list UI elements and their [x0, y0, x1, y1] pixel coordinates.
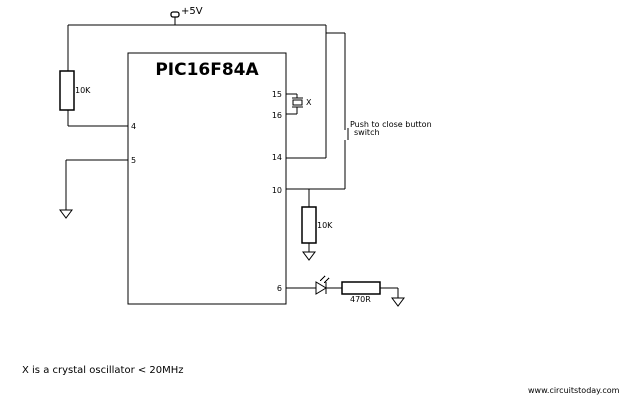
chip-name: PIC16F84A — [155, 60, 259, 80]
microcontroller-body — [127, 52, 287, 305]
pin-5-label: 5 — [131, 156, 136, 165]
switch-label-line1: Push to close button — [350, 120, 432, 129]
resistor-pulldown-icon — [301, 206, 317, 244]
crystal-icon — [292, 99, 303, 106]
pin-14-label: 14 — [272, 153, 282, 162]
ground-symbol-icon — [302, 251, 316, 261]
pulldown-branch: 10K — [301, 189, 333, 261]
ground-symbol-icon — [391, 297, 405, 307]
led-branch: 470R — [286, 275, 405, 307]
crystal-oscillator: X — [286, 93, 312, 115]
ground-symbol-icon — [59, 209, 73, 219]
resistor-pullup-label: 10K — [75, 86, 91, 95]
pin-6-label: 6 — [277, 284, 282, 293]
led-icon — [315, 275, 330, 295]
crystal-label: X — [306, 98, 312, 107]
resistor-led-label: 470R — [350, 295, 371, 304]
pin5-ground-branch — [59, 159, 128, 219]
resistor-pullup-icon — [59, 70, 75, 111]
switch-label-line2: switch — [354, 128, 380, 137]
pin-10-label: 10 — [272, 186, 282, 195]
pullup-branch: 10K — [59, 25, 128, 127]
pin-15-label: 15 — [272, 90, 282, 99]
pin-16-label: 16 — [272, 111, 282, 120]
push-button-branch: Push to close button switch — [286, 25, 432, 190]
resistor-pulldown-label: 10K — [317, 221, 333, 230]
supply-label: +5V — [181, 6, 203, 17]
credit: www.circuitstoday.com — [528, 386, 620, 395]
supply-terminal-icon — [170, 11, 180, 18]
footnote: X is a crystal oscillator < 20MHz — [22, 365, 184, 376]
resistor-led-icon — [341, 281, 381, 295]
supply-rail: +5V — [68, 6, 326, 26]
pin-4-label: 4 — [131, 122, 136, 131]
